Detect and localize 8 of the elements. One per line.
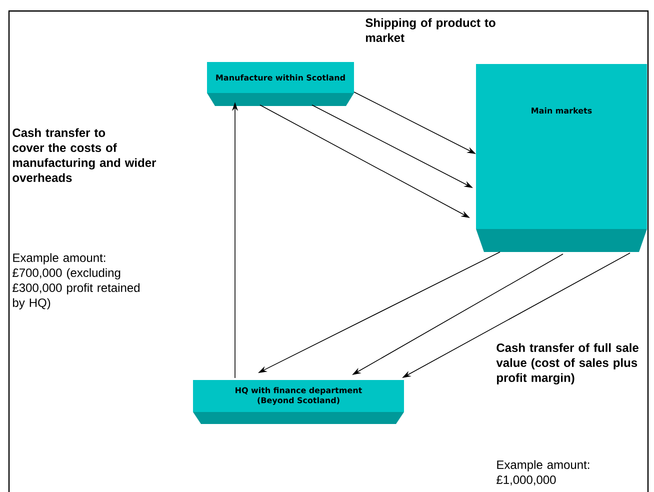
heading: Cash transfer to cover the costs of manufacturing and wider overheads [12, 128, 156, 182]
process-box: Manufacture within Scotland [207, 62, 354, 106]
note: Example amount: £1,000,000 [496, 460, 590, 486]
process-box: HQ with finance department (Beyond Scotland) [193, 380, 404, 424]
heading: Cash transfer of full sale value (cost of sales plus profit margin) [496, 343, 638, 384]
process-box: Main markets [476, 64, 647, 252]
note: Example amount: £700,000 (excluding £300,000 profit retained by HQ) [12, 253, 140, 310]
heading: Shipping of product to market [366, 18, 496, 42]
